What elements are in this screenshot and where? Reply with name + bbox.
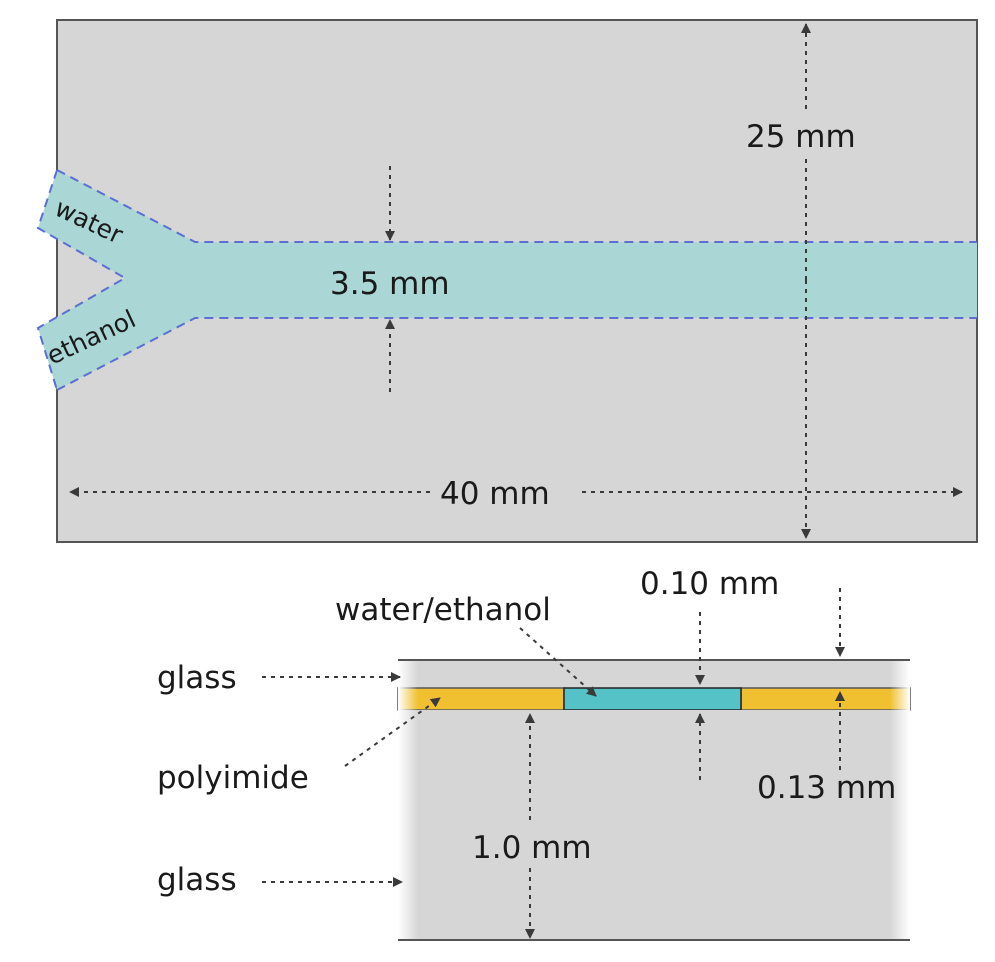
top-glass-layer [398, 660, 910, 688]
fluid-label: water/ethanol [335, 592, 551, 628]
top-view: water ethanol 3.5 mm 25 mm 40 mm [36, 19, 978, 543]
polyimide-layer-left [397, 687, 565, 711]
channel-width-label: 3.5 mm [330, 266, 450, 302]
cross-section-view: water/ethanol 0.10 mm glass polyimide 0.… [157, 566, 911, 941]
y-channel [38, 170, 977, 390]
fluid-channel [563, 687, 742, 711]
glass-top-label: glass [157, 660, 237, 696]
bottom-glass-thickness-label: 1.0 mm [472, 830, 592, 866]
glass-bottom-label: glass [157, 862, 237, 898]
y-channel-outline [36, 169, 977, 391]
polyimide-layer-right [740, 687, 911, 711]
spacer-thickness-label: 0.13 mm [757, 770, 896, 806]
chip-length-label: 40 mm [440, 476, 550, 512]
chip-height-label: 25 mm [746, 119, 856, 155]
top-glass-thickness-label: 0.10 mm [640, 566, 779, 602]
spacer-label: polyimide [157, 760, 309, 796]
bottom-glass-layer [398, 710, 910, 940]
cross-section-arrows [262, 588, 845, 939]
